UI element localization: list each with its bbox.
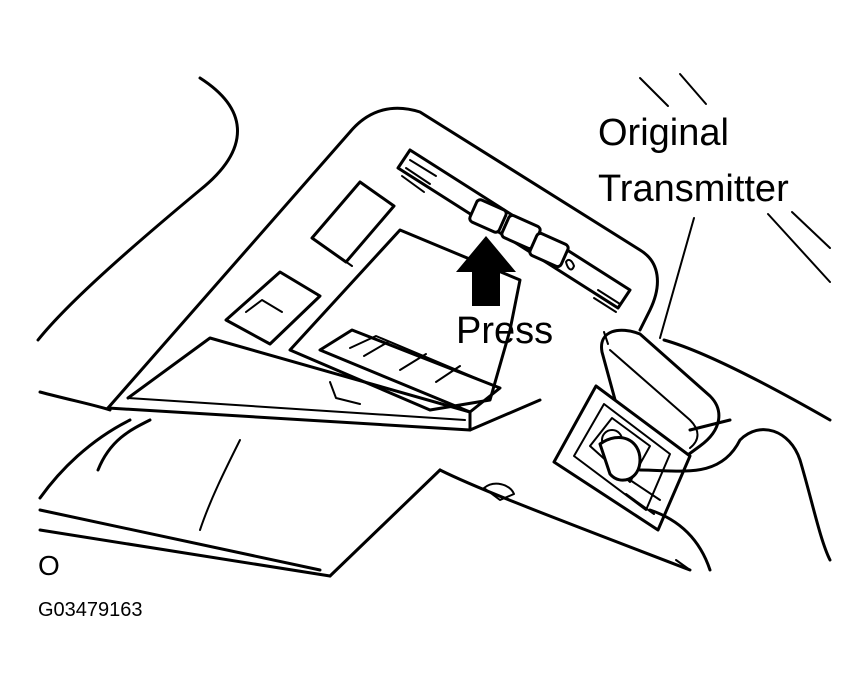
headliner-outline xyxy=(36,73,831,412)
view-marker: O xyxy=(38,550,60,581)
overhead-console xyxy=(106,106,659,432)
callout-leader xyxy=(603,217,695,345)
hand xyxy=(598,338,832,572)
lower-trim xyxy=(38,418,692,578)
label-press: Press xyxy=(456,310,554,352)
homelink-buttons xyxy=(468,198,575,271)
figure-code: G03479163 xyxy=(38,599,143,621)
label-original: Original xyxy=(598,112,729,154)
label-transmitter: Transmitter xyxy=(598,168,789,210)
up-arrow-icon xyxy=(456,236,516,306)
